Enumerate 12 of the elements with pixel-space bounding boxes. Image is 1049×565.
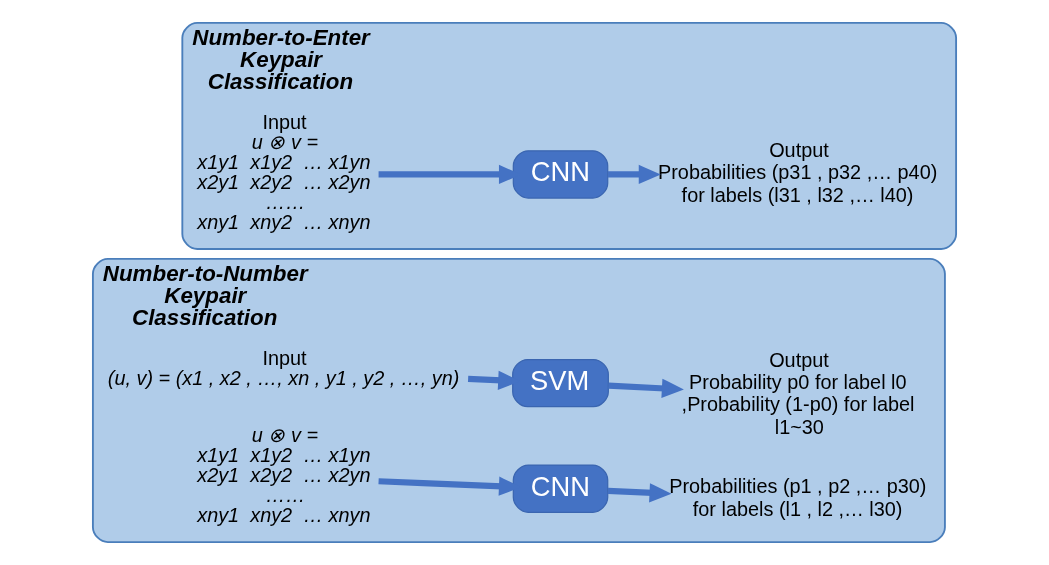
node-text: Probabilities (p1 , p2 ,… p30) for labels (l1 , l2 ,… l30)	[669, 475, 927, 520]
node-box: CNN	[512, 464, 609, 513]
node-text: Input u ⊗ v = x1y1 x1y2 … x1yn x2y1 x2y2 … x2yn …… xny1 xny2 … xnyn	[197, 111, 371, 233]
arrow	[608, 378, 684, 398]
node-text: Output Probabilities (p31 , p32 ,… p40) for labels (l31 , l32 ,… l40)	[658, 138, 938, 206]
node-text: Output Probability p0 for label l0 ,Probability (1-p0) for label l1~30	[681, 348, 915, 438]
arrow	[607, 483, 672, 503]
node-box: SVM	[512, 358, 609, 408]
node-text: Input (u, v) = (x1 , x2 , …, xn , y1 , y2 , …, yn)	[107, 347, 460, 390]
arrow	[607, 164, 661, 185]
node-text: u ⊗ v = x1y1 x1y2 … x1yn x2y1 x2y2 … x2yn …… xny1 xny2 … xnyn	[197, 424, 371, 526]
node-box: CNN	[512, 150, 609, 199]
